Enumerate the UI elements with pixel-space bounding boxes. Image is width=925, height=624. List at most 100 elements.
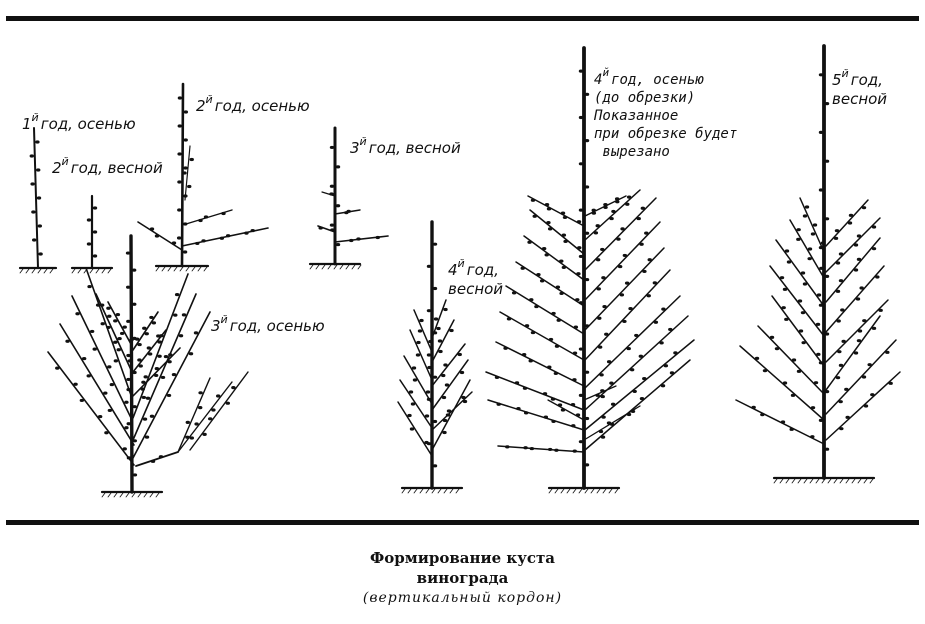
bud [578,162,584,166]
bud [632,389,637,394]
shoot [789,219,825,279]
bud [824,390,830,394]
bud [527,240,532,244]
bud [443,307,448,312]
shoot [739,345,825,421]
bud [784,317,789,321]
bud [183,166,188,170]
ground-hatch [149,492,154,498]
bud [160,375,166,380]
bud [428,339,433,344]
bud [546,207,552,211]
bud [38,252,43,256]
bud [143,375,148,379]
ground-hatch [161,266,166,272]
shoot [403,355,433,405]
bud [751,405,756,409]
bud [577,246,582,250]
bud [37,224,42,228]
bud [138,364,143,368]
ground-hatch [113,492,118,498]
bud [503,346,508,350]
bud [462,399,468,404]
bud [560,408,566,412]
bud [529,446,535,451]
bud [182,250,188,254]
bud [553,371,559,376]
bud [520,266,525,270]
bud [131,268,137,272]
bud [375,235,380,240]
bud [171,241,177,245]
ground-hatch [167,266,172,272]
bud [542,392,548,396]
bud [441,373,446,378]
shoot [529,209,585,255]
bud [796,369,802,373]
bottom-border-rule [6,520,919,525]
bud [426,353,432,357]
bud [335,204,341,208]
bud [572,351,578,355]
bud [661,307,666,311]
bud [250,228,255,233]
ground-hatch [19,268,24,274]
bud [668,327,673,332]
figure-caption: Формирование куста винограда (вертикальн… [0,548,925,608]
shoot [495,341,585,387]
bud [125,251,131,255]
ground-hatch [357,264,362,270]
bud [149,227,155,231]
bud [801,341,806,345]
bud [812,223,818,227]
bud [496,402,501,406]
shoot [497,445,585,453]
shoot [431,319,455,363]
bud [416,340,421,345]
bud [415,353,421,357]
ground-hatch [419,488,424,494]
bud [789,427,794,431]
bud [543,415,549,419]
bud [856,234,862,238]
bud [610,402,616,406]
ground-hatch [107,492,112,498]
bud [634,333,639,338]
bud [835,289,841,293]
bud [555,285,561,289]
bud [231,386,236,390]
bud [409,427,415,431]
bud [835,376,841,380]
bud [81,356,87,361]
bud [117,336,122,341]
bud [862,319,867,323]
bud [432,242,438,246]
bud [75,312,80,316]
bud [796,237,801,241]
bud [547,227,553,231]
shoot [132,347,181,397]
bud [554,344,560,348]
shoot [584,247,665,331]
bud [818,188,824,192]
bud [548,337,554,342]
bud [663,364,669,368]
bud [202,432,207,436]
shoot [584,359,691,451]
bud [591,208,596,212]
bud [595,258,601,262]
shoot [132,311,159,351]
ground-hatch [345,264,350,270]
bud [122,447,127,451]
bud [838,363,844,367]
bud [602,304,607,309]
bud [119,331,125,336]
bud [433,317,439,321]
bud [584,416,590,421]
ground-hatch [857,478,862,484]
bud [523,446,528,450]
bud [534,304,539,309]
bud [636,216,641,221]
bud [92,347,97,351]
